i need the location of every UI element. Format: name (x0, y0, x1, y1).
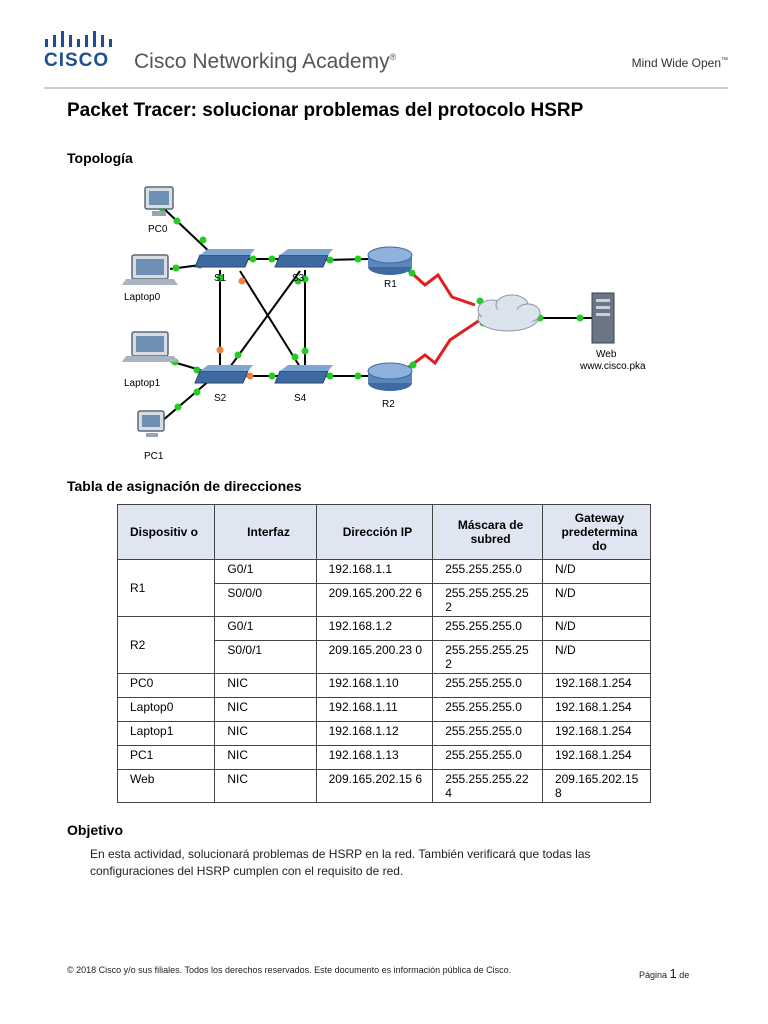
router-r1-icon (367, 246, 413, 275)
objective-heading: Objetivo (67, 822, 124, 838)
topology-heading: Topología (67, 150, 133, 166)
table-cell: S0/0/0 (214, 583, 317, 617)
table-cell: 209.165.202.15 8 (541, 769, 652, 803)
cloud-icon (477, 294, 541, 332)
table-cell: N/D (541, 583, 652, 617)
laptop0-label: Laptop0 (124, 292, 161, 303)
table-cell: NIC (214, 721, 317, 746)
academy-name: Cisco Networking Academy® (134, 50, 397, 73)
r1-label: R1 (384, 279, 397, 290)
laptop0-icon (122, 254, 178, 285)
table-cell: S0/0/1 (214, 640, 317, 674)
table-cell: 255.255.255.0 (432, 559, 543, 584)
table-cell: PC0 (116, 673, 216, 698)
table-cell: Web (116, 769, 216, 803)
switch-s2-icon (194, 365, 253, 384)
table-cell: PC1 (116, 745, 216, 770)
table-cell: 255.255.255.0 (432, 745, 543, 770)
table-cell: NIC (214, 769, 317, 803)
s1-label: S1 (214, 273, 227, 284)
pc0-label: PC0 (148, 224, 168, 235)
s3-label: S3 (292, 273, 305, 284)
table-cell: 192.168.1.254 (541, 745, 652, 770)
table-cell: 255.255.255.25 2 (432, 640, 543, 674)
table-cell: 209.165.200.23 0 (315, 640, 434, 674)
table-cell: NIC (214, 673, 317, 698)
table-cell: 255.255.255.0 (432, 721, 543, 746)
header-ip: Dirección IP (315, 504, 434, 560)
page-header: CISCO Cisco Networking Academy® Mind Wid… (0, 0, 768, 90)
table-cell: 192.168.1.1 (315, 559, 434, 584)
table-cell: NIC (214, 745, 317, 770)
switch-s3-icon (274, 249, 333, 268)
cisco-logo: CISCO Cisco Networking Academy® (44, 30, 396, 73)
web-server-icon (591, 292, 615, 344)
table-cell: 255.255.255.25 2 (432, 583, 543, 617)
cisco-bars-icon (45, 31, 112, 47)
table-cell: R2 (116, 616, 216, 674)
table-cell: 192.168.1.254 (541, 697, 652, 722)
web-label: Web (596, 349, 617, 360)
table-row: Web NIC 209.165.202.15 6 255.255.255.22 … (116, 769, 652, 803)
table-cell: N/D (541, 640, 652, 674)
table-cell: 192.168.1.2 (315, 616, 434, 641)
table-cell: 192.168.1.254 (541, 721, 652, 746)
header-divider (44, 87, 728, 89)
pc1-label: PC1 (144, 451, 164, 462)
table-cell: 255.255.255.0 (432, 673, 543, 698)
switch-s4-icon (274, 365, 333, 384)
table-row: PC1 NIC 192.168.1.13 255.255.255.0 192.1… (116, 745, 652, 770)
page-number: 1 (669, 966, 677, 981)
r2-label: R2 (382, 399, 395, 410)
table-header-row: Dispositiv o Interfaz Dirección IP Másca… (116, 504, 652, 560)
table-row: R2 G0/1 192.168.1.2 255.255.255.0 N/D (116, 616, 652, 674)
table-cell: 192.168.1.10 (315, 673, 434, 698)
table-row: S0/0/1 209.165.200.23 0 255.255.255.25 2… (118, 640, 652, 674)
table-row: Laptop1 NIC 192.168.1.12 255.255.255.0 1… (116, 721, 652, 746)
table-cell: N/D (541, 559, 652, 584)
s4-label: S4 (294, 393, 307, 404)
table-cell: R1 (116, 559, 216, 617)
table-cell: 209.165.202.15 6 (315, 769, 434, 803)
table-cell: 192.168.1.254 (541, 673, 652, 698)
pc0-icon (144, 186, 174, 216)
laptop1-label: Laptop1 (124, 378, 161, 389)
table-row: R1 G0/1 192.168.1.1 255.255.255.0 N/D (116, 559, 652, 617)
objective-paragraph: En esta actividad, solucionará problemas… (90, 847, 591, 878)
switch-s1-icon (194, 249, 255, 268)
header-device: Dispositiv o (116, 504, 216, 560)
table-cell: 255.255.255.22 4 (432, 769, 543, 803)
table-cell: 192.168.1.11 (315, 697, 434, 722)
table-cell: 209.165.200.22 6 (315, 583, 434, 617)
table-cell: Laptop0 (116, 697, 216, 722)
tagline: Mind Wide Open™ (631, 56, 728, 70)
table-row: Laptop0 NIC 192.168.1.11 255.255.255.0 1… (116, 697, 652, 722)
header-mask: Máscara de subred (432, 504, 543, 560)
table-cell: G0/1 (214, 616, 317, 641)
addressing-heading: Tabla de asignación de direcciones (67, 478, 302, 494)
laptop1-icon (122, 331, 178, 362)
document-title: Packet Tracer: solucionar problemas del … (67, 100, 584, 121)
addressing-table: Dispositiv o Interfaz Dirección IP Másca… (116, 504, 652, 803)
table-cell: Laptop1 (116, 721, 216, 746)
topology-diagram: PC0 Laptop0 Laptop1 PC1 S1 S3 S2 S4 (122, 186, 646, 462)
table-cell: 255.255.255.0 (432, 697, 543, 722)
table-cell: N/D (541, 616, 652, 641)
table-row: PC0 NIC 192.168.1.10 255.255.255.0 192.1… (116, 673, 652, 698)
table-cell: G0/1 (214, 559, 317, 584)
header-gateway: Gateway predetermina do (541, 504, 652, 560)
header-interface: Interfaz (214, 504, 317, 560)
s2-label: S2 (214, 393, 227, 404)
table-cell: NIC (214, 697, 317, 722)
web-url-label: www.cisco.pka (579, 361, 646, 372)
router-r2-icon (367, 362, 413, 391)
table-cell: 192.168.1.12 (315, 721, 434, 746)
pc1-icon (137, 410, 165, 437)
footer-copyright: © 2018 Cisco y/o sus filiales. Todos los… (67, 965, 512, 975)
table-cell: 192.168.1.13 (315, 745, 434, 770)
page-indicator: Página 1 de (639, 966, 690, 981)
table-cell: 255.255.255.0 (432, 616, 543, 641)
cisco-wordmark: CISCO (44, 50, 110, 71)
